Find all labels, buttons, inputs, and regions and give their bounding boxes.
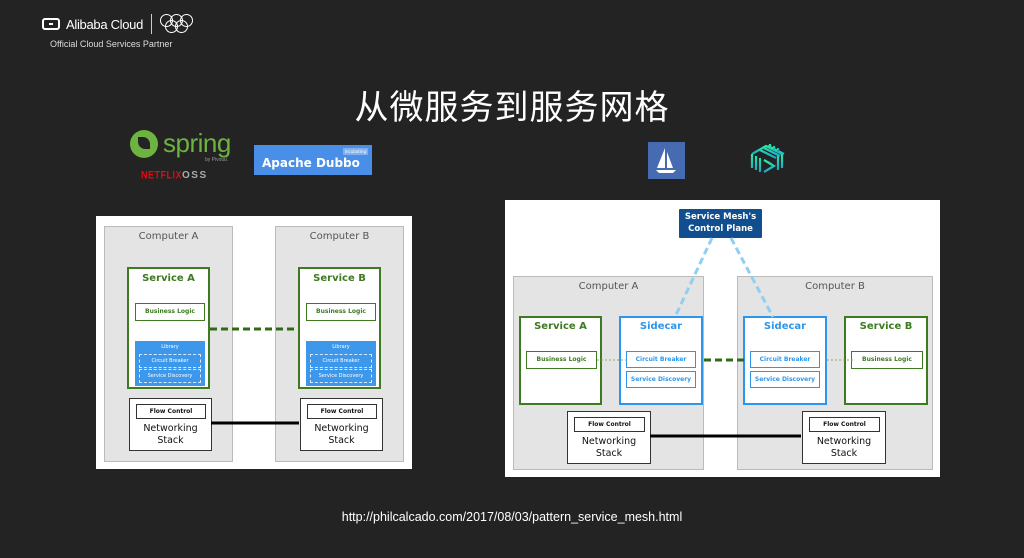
pivotal-text: by Pivotal. [205, 157, 229, 163]
slide-title: 从微服务到服务网格 [354, 88, 670, 128]
business-logic: Business Logic [851, 351, 923, 369]
computer-label: Computer A [578, 281, 639, 292]
service-b: Service B Business Logic Library Circuit… [298, 267, 381, 389]
computer-label: Computer B [309, 231, 370, 242]
library-title: Library [161, 344, 179, 350]
source-url[interactable]: http://philcalcado.com/2017/08/03/patter… [341, 510, 683, 524]
service-label: Service B [859, 321, 913, 332]
apache-dubbo-logo: Apache Dubbo incubating [254, 145, 372, 175]
right-connectors [597, 237, 853, 438]
netflix-logo: NETFLIX [141, 169, 182, 181]
flow-control: Flow Control [307, 404, 377, 419]
service-discovery: Service Discovery [310, 369, 372, 383]
computer-b: Computer B Sidecar Circuit Breaker Servi… [737, 276, 933, 470]
control-link-b [729, 237, 775, 318]
service-mesh-diagram: Service Mesh's Control Plane Computer A … [505, 200, 940, 477]
control-plane-line2: Control Plane [688, 224, 753, 234]
olympic-rings-icon [160, 14, 204, 34]
incubating-badge: incubating [342, 148, 368, 155]
service-label: Service A [534, 321, 587, 332]
linkerd-icon [748, 140, 790, 178]
service-discovery: Service Discovery [750, 371, 820, 388]
networking-stack: Flow Control Networking Stack [802, 411, 886, 464]
service-b: Service B Business Logic [844, 316, 928, 405]
business-logic: Business Logic [306, 303, 376, 321]
sidecar-label: Sidecar [763, 321, 807, 332]
service-discovery: Service Discovery [626, 371, 696, 388]
alibaba-cloud-logo: Alibaba Cloud [42, 14, 204, 34]
business-logic: Business Logic [526, 351, 597, 369]
networking-stack: Flow Control Networking Stack [300, 398, 383, 451]
brand-name: Alibaba Cloud [66, 16, 144, 32]
circuit-breaker: Circuit Breaker [310, 354, 372, 368]
computer-label: Computer A [138, 231, 199, 242]
networking-label: Networking [143, 423, 198, 434]
sidecar-a: Sidecar Circuit Breaker Service Discover… [619, 316, 703, 405]
control-link-a [673, 237, 714, 318]
circuit-breaker: Circuit Breaker [139, 354, 201, 368]
flow-control: Flow Control [136, 404, 206, 419]
control-plane: Service Mesh's Control Plane [679, 209, 762, 238]
sidecar-label: Sidecar [639, 321, 683, 332]
stack-label: Stack [830, 448, 858, 459]
service-a: Service A Business Logic Library Circuit… [127, 267, 210, 389]
istio-sail-icon [648, 142, 685, 179]
service-label: Service B [313, 273, 366, 284]
stack-label: Stack [157, 435, 184, 446]
flow-control: Flow Control [574, 417, 645, 432]
spring-leaf-icon [130, 130, 158, 158]
oss-logo: OSS [182, 170, 208, 181]
library: Library Circuit Breaker Service Discover… [135, 341, 205, 386]
business-logic: Business Logic [135, 303, 205, 321]
service-discovery: Service Discovery [139, 369, 201, 383]
stack-label: Stack [328, 435, 355, 446]
logo-divider [151, 14, 153, 34]
networking-label: Networking [314, 423, 369, 434]
service-a: Service A Business Logic [519, 316, 602, 405]
networking-stack: Flow Control Networking Stack [567, 411, 651, 464]
computer-label: Computer B [805, 281, 865, 292]
library-title: Library [332, 344, 350, 350]
left-connectors [210, 327, 299, 425]
flow-control: Flow Control [809, 417, 880, 432]
alibaba-cloud-icon [42, 18, 60, 30]
sidecar-b: Sidecar Circuit Breaker Service Discover… [743, 316, 827, 405]
stack-label: Stack [595, 448, 623, 459]
microservices-library-diagram: Computer A Service A Business Logic Libr… [96, 216, 412, 469]
library: Library Circuit Breaker Service Discover… [306, 341, 376, 386]
service-label: Service A [142, 273, 195, 284]
computer-a: Computer A Service A Business Logic Side… [513, 276, 704, 470]
spring-logo-text: spring [163, 128, 231, 158]
circuit-breaker: Circuit Breaker [750, 351, 820, 368]
dubbo-name: Apache Dubbo [262, 156, 360, 170]
networking-label: Networking [581, 436, 637, 447]
partner-text: Official Cloud Services Partner [50, 39, 173, 49]
networking-label: Networking [816, 436, 872, 447]
control-plane-line1: Service Mesh's [684, 212, 757, 222]
